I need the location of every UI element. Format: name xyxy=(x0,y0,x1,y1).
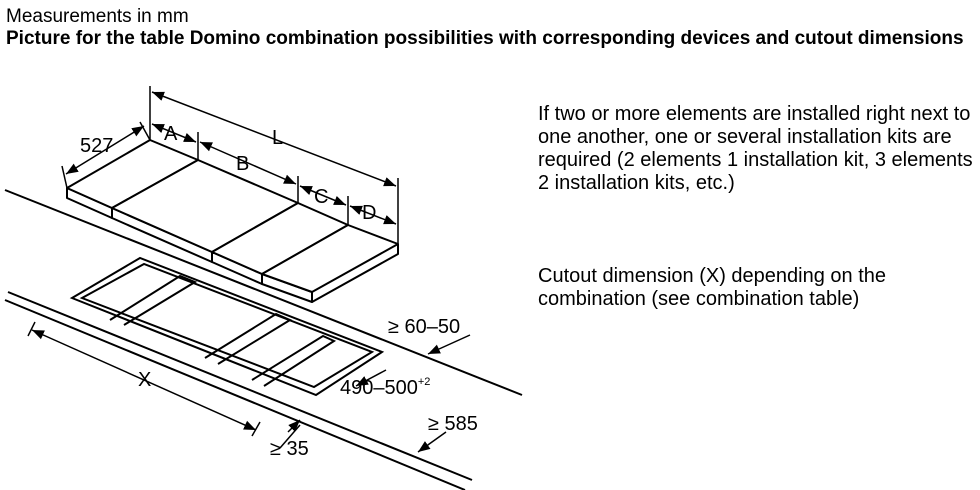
diagram-title: Picture for the table Domino combination… xyxy=(6,28,964,49)
dim-side-gap-line xyxy=(287,419,301,433)
dimension-lines xyxy=(31,91,471,453)
dim-c-line xyxy=(299,185,347,206)
dimension-labels: 527 A B C D L X ≥ 60–50 490–500+2 ≥ 585 … xyxy=(80,123,478,460)
dim-l-line xyxy=(151,91,397,187)
label-cutout-depth: 490–500+2 xyxy=(340,376,430,399)
label-527: 527 xyxy=(80,135,113,157)
cutout-note: Cutout dimension (X) depending on the co… xyxy=(538,265,887,310)
dim-x-line xyxy=(31,329,257,431)
label-d: D xyxy=(362,202,376,224)
label-a: A xyxy=(164,123,178,145)
label-side-gap: ≥ 35 xyxy=(270,438,309,460)
header: Measurements in mm Picture for the table… xyxy=(6,6,971,50)
label-c: C xyxy=(314,186,328,208)
label-front-gap: ≥ 60–50 xyxy=(388,316,460,338)
label-l: L xyxy=(272,127,283,149)
dim-worktop-depth-line xyxy=(417,431,447,453)
label-x: X xyxy=(138,369,151,391)
dim-cutout-depth-line xyxy=(355,369,387,387)
label-b: B xyxy=(236,153,249,175)
label-worktop-depth: ≥ 585 xyxy=(428,413,478,435)
installation-kit-note: If two or more elements are installed ri… xyxy=(538,103,973,194)
worktop-back-edge xyxy=(4,189,523,396)
dim-d-line xyxy=(349,205,397,225)
dim-front-gap-line xyxy=(427,334,471,355)
dim-527-line xyxy=(65,125,145,175)
units-note: Measurements in mm xyxy=(6,6,189,27)
